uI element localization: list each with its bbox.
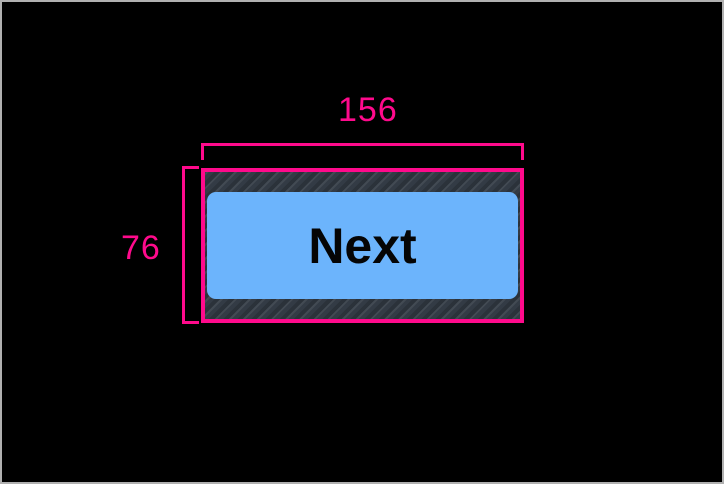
width-dimension-label: 156 [338, 91, 398, 129]
width-measurement-bracket [201, 143, 524, 160]
highlighted-element-outline[interactable]: Next [201, 168, 524, 323]
height-dimension-label: 76 [121, 229, 161, 267]
next-button[interactable]: Next [207, 192, 518, 299]
height-measurement-bracket [182, 166, 199, 324]
next-button-label: Next [308, 217, 417, 274]
